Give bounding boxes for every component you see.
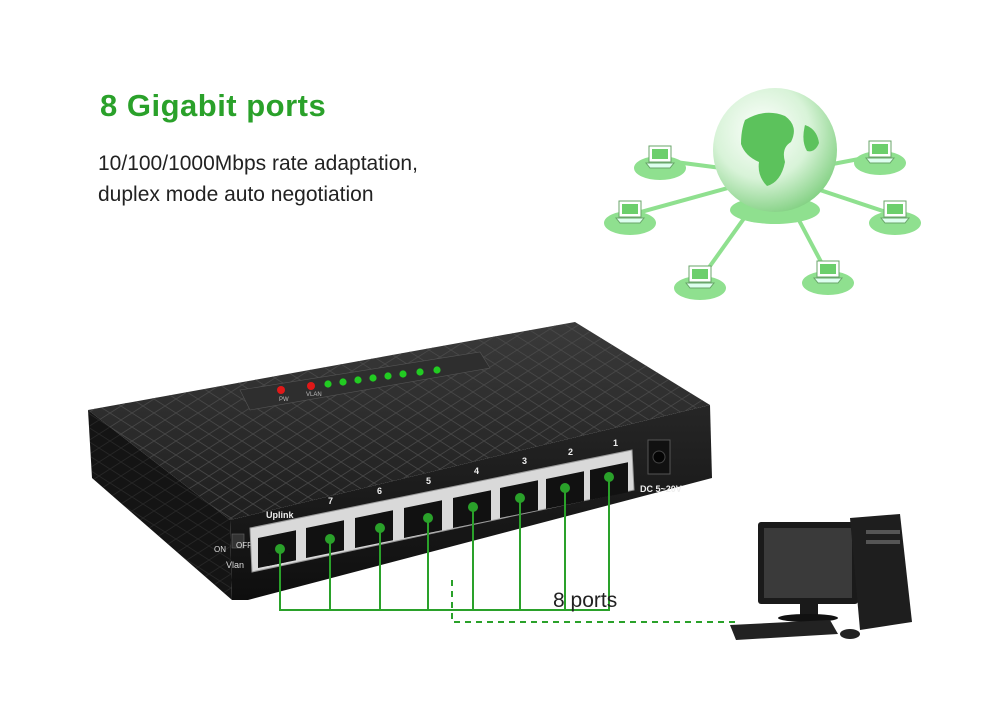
ethernet-port[interactable] <box>306 520 344 558</box>
port-led <box>384 372 392 380</box>
mouse <box>840 629 860 639</box>
ethernet-ports <box>258 462 628 568</box>
port-label-2: 2 <box>568 447 573 457</box>
laptop-nodes <box>604 140 921 300</box>
vlan-led <box>307 382 315 390</box>
description-line-1: 10/100/1000Mbps rate adaptation, <box>98 152 418 175</box>
power-jack[interactable] <box>647 439 671 475</box>
keyboard <box>730 620 838 640</box>
computer-connection-line <box>451 580 740 623</box>
port-label-7: 7 <box>328 496 333 506</box>
feature-description: 10/100/1000Mbps rate adaptation, duplex … <box>98 148 418 210</box>
vlan-label: Vlan <box>226 560 244 570</box>
led-label-vlan: VLAN <box>306 392 322 398</box>
port-led <box>416 368 424 376</box>
ethernet-port[interactable] <box>404 500 442 538</box>
port-label-3: 3 <box>522 456 527 466</box>
power-rating-label: DC 5~20V <box>640 484 682 494</box>
vlan-off-label: OFF <box>236 541 252 550</box>
ethernet-port[interactable] <box>355 510 393 548</box>
port-label-uplink: Uplink <box>266 510 294 520</box>
port-led <box>324 380 332 388</box>
port-led <box>433 366 441 374</box>
port-led <box>339 378 347 386</box>
port-label-1: 1 <box>613 438 618 448</box>
description-line-2: duplex mode auto negotiation <box>98 183 374 206</box>
port-label-4: 4 <box>474 466 479 476</box>
desktop-computer <box>730 514 912 640</box>
page-title: 8 Gigabit ports <box>100 88 327 123</box>
network-globe-graphic <box>604 88 921 300</box>
port-label-5: 5 <box>426 476 431 486</box>
led-label-pw: PW <box>279 397 289 403</box>
ports-callout: 8 ports <box>553 589 618 612</box>
led-panel: PW VLAN <box>239 351 491 411</box>
port-led <box>354 376 362 384</box>
port-led <box>399 370 407 378</box>
vlan-switch[interactable]: ON OFF Vlan <box>214 533 252 570</box>
port-label-6: 6 <box>377 486 382 496</box>
vlan-on-label: ON <box>214 545 226 554</box>
network-switch: PW VLAN ON OFF Vlan Uplink 7 6 5 4 3 2 1 <box>88 322 712 600</box>
port-led <box>369 374 377 382</box>
port-connection-lines <box>275 472 614 611</box>
power-led <box>277 386 285 394</box>
